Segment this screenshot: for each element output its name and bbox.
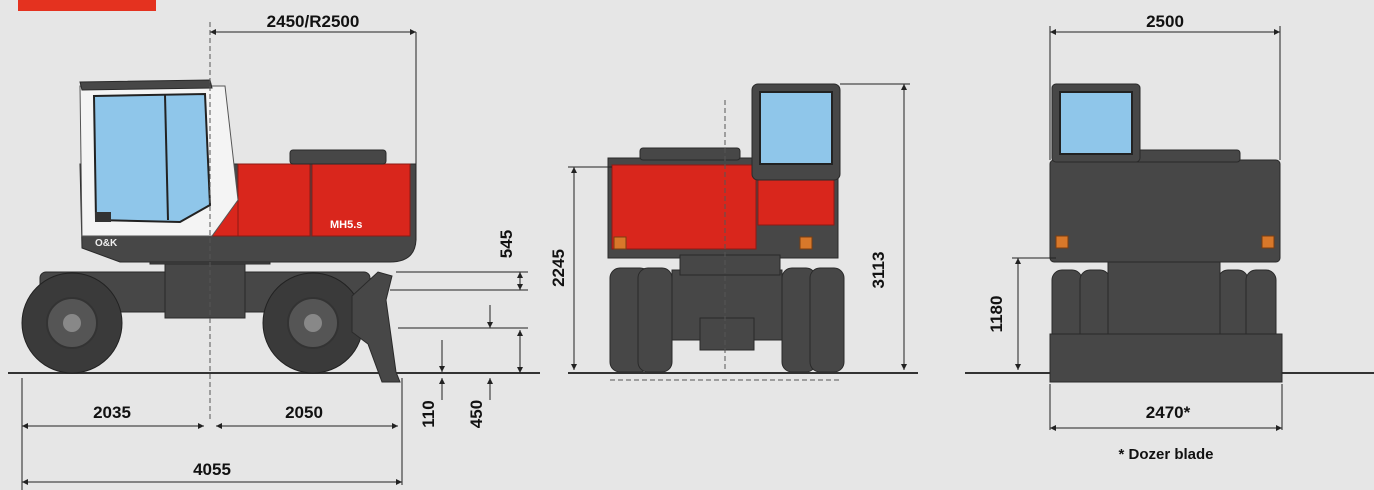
arrowhead bbox=[571, 364, 577, 370]
arrowhead bbox=[901, 84, 907, 90]
arrowhead bbox=[487, 378, 493, 384]
side-view-machine: O&K MH5.s bbox=[21, 79, 417, 383]
label-rear-overhang: 2050 bbox=[285, 403, 323, 422]
arrowhead bbox=[396, 479, 402, 485]
arrowhead bbox=[571, 167, 577, 173]
arrowhead bbox=[1050, 425, 1056, 431]
arrowhead bbox=[410, 29, 416, 35]
side-view-dimension-lines bbox=[21, 22, 528, 490]
arrowhead bbox=[210, 29, 216, 35]
brand-logo: O&K bbox=[95, 238, 118, 249]
rear-view-machine bbox=[1049, 83, 1283, 383]
label-blade-lift: 110 bbox=[419, 400, 438, 427]
label-cab-side-height: 2245 bbox=[549, 249, 568, 287]
arrowhead bbox=[22, 479, 28, 485]
label-ground-to-rear: 1180 bbox=[987, 296, 1006, 333]
label-counterweight-clearance: 545 bbox=[497, 230, 516, 258]
dimension-arrowheads bbox=[22, 29, 1282, 485]
label-front-overhang: 2035 bbox=[93, 403, 131, 422]
arrowhead bbox=[517, 272, 523, 278]
arrowhead bbox=[1015, 364, 1021, 370]
label-width-cab: 2500 bbox=[1146, 12, 1184, 31]
arrowhead bbox=[439, 366, 445, 372]
rear-view-dimension-lines bbox=[1012, 26, 1283, 430]
footnote-dozer-blade: * Dozer blade bbox=[1118, 446, 1213, 463]
arrowhead bbox=[1050, 29, 1056, 35]
label-blade-height: 450 bbox=[467, 400, 486, 428]
arrowhead bbox=[439, 378, 445, 384]
arrowhead bbox=[216, 423, 222, 429]
arrowhead bbox=[517, 367, 523, 373]
label-total-height: 3113 bbox=[869, 252, 888, 289]
arrowhead bbox=[517, 330, 523, 336]
label-total-length: 4055 bbox=[193, 460, 231, 479]
arrowhead bbox=[517, 284, 523, 290]
arrowhead bbox=[198, 423, 204, 429]
arrowhead bbox=[487, 322, 493, 328]
arrowhead bbox=[22, 423, 28, 429]
arrowhead bbox=[901, 364, 907, 370]
corner-badge bbox=[18, 0, 156, 11]
front-view-dimension-lines bbox=[568, 83, 910, 381]
arrowhead bbox=[1274, 29, 1280, 35]
front-view-machine bbox=[607, 83, 845, 373]
arrowhead bbox=[1276, 425, 1282, 431]
machine-label: MH5.s bbox=[330, 219, 362, 231]
arrowhead bbox=[1015, 258, 1021, 264]
arrowhead bbox=[392, 423, 398, 429]
label-tail-radius: 2450/R2500 bbox=[267, 12, 360, 31]
label-blade-width: 2470* bbox=[1146, 403, 1191, 422]
